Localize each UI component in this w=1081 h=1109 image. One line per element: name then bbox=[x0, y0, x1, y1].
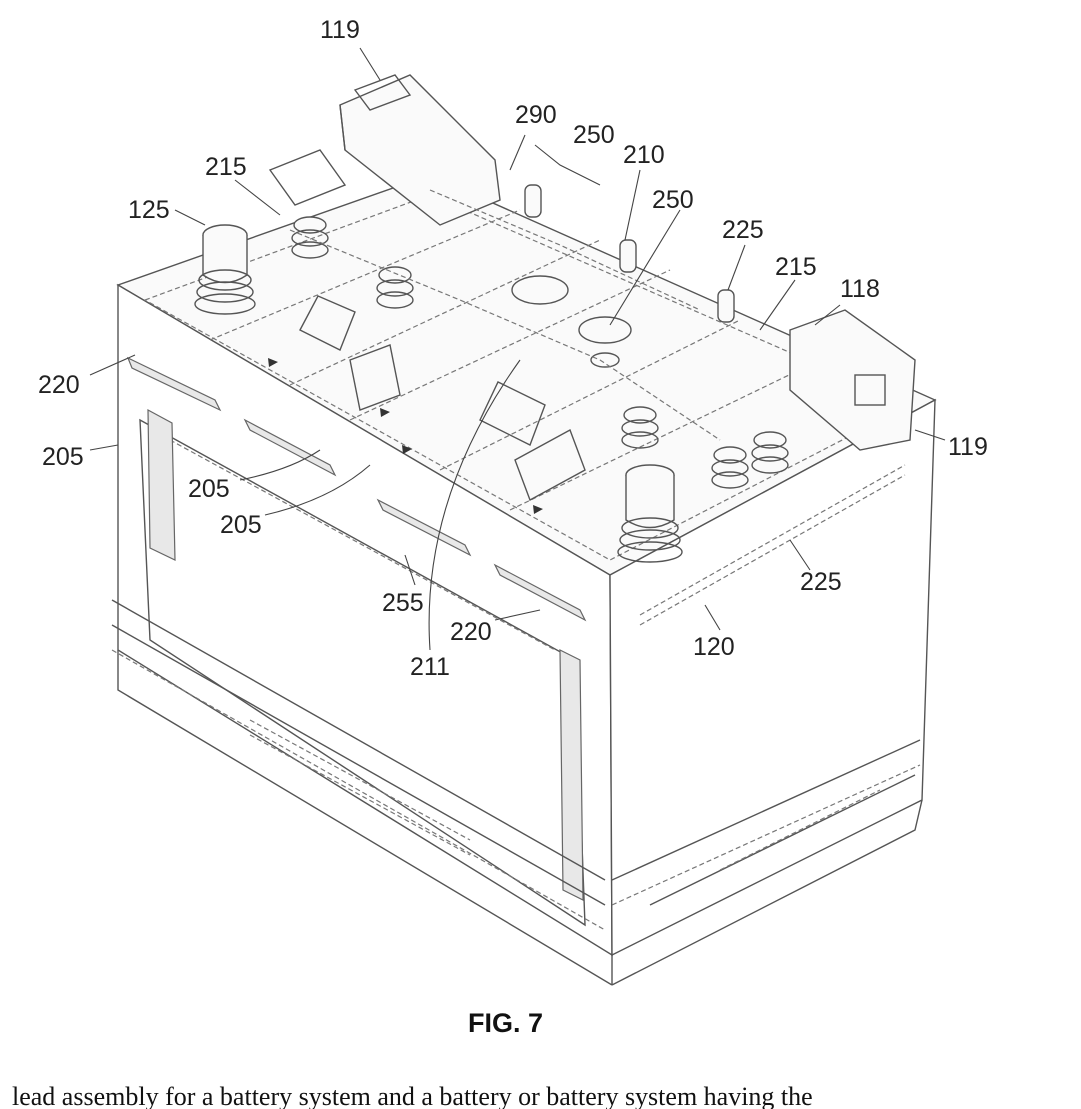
label-205-c: 205 bbox=[220, 511, 262, 539]
label-250-a: 250 bbox=[573, 121, 615, 149]
label-255: 255 bbox=[382, 589, 424, 617]
label-125: 125 bbox=[128, 196, 170, 224]
label-119-right: 119 bbox=[948, 433, 988, 461]
label-215-a: 215 bbox=[205, 153, 247, 181]
label-225-a: 225 bbox=[722, 216, 764, 244]
label-205-a: 205 bbox=[42, 443, 84, 471]
label-120: 120 bbox=[693, 633, 735, 661]
label-220-b: 220 bbox=[450, 618, 492, 646]
label-220-a: 220 bbox=[38, 371, 80, 399]
document-text-line: lead assembly for a battery system and a… bbox=[0, 1082, 1081, 1109]
label-119-top: 119 bbox=[320, 16, 360, 44]
label-225-b: 225 bbox=[800, 568, 842, 596]
label-211: 211 bbox=[410, 653, 450, 681]
label-250-b: 250 bbox=[652, 186, 694, 214]
label-215-b: 215 bbox=[775, 253, 817, 281]
label-205-b: 205 bbox=[188, 475, 230, 503]
label-210: 210 bbox=[623, 141, 665, 169]
label-118: 118 bbox=[840, 275, 880, 303]
label-290: 290 bbox=[515, 101, 557, 129]
figure-caption: FIG. 7 bbox=[468, 1008, 543, 1038]
